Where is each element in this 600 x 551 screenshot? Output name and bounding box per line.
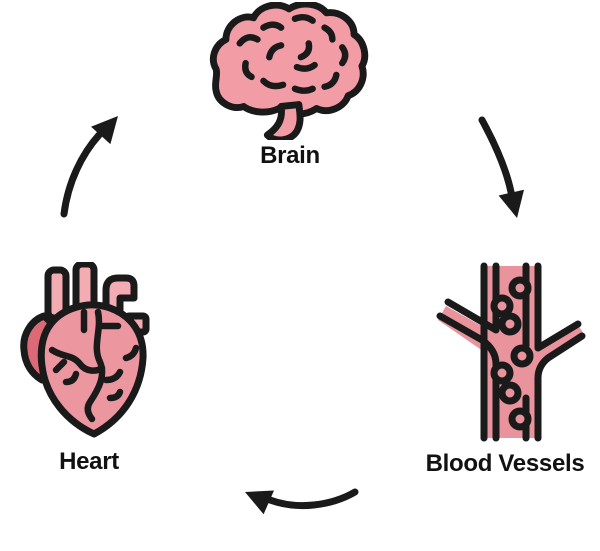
brain-stem [263,101,304,144]
blood-cell [490,294,514,318]
blood-cell [498,381,522,405]
blood-cell [498,312,522,336]
heart-icon [20,260,150,438]
arrowhead-left-icon [245,490,274,515]
blood-vessels-icon-group [436,262,586,442]
brain-icon-group [210,0,369,144]
heart-arteries [48,308,140,423]
arrowhead-down-icon [498,189,524,218]
arrow-brain-to-blood-vessels [478,116,524,218]
heart-aorta [102,274,138,316]
vessel-right-wall-and-branch [534,262,582,352]
blood-cell [508,407,532,431]
blood-vessels-icon [436,262,586,442]
blood-cell [508,276,532,300]
arrow-blood-vessels-to-heart [245,488,359,515]
vessel-right-branch-lower-edge [534,332,586,442]
vessel-left-inner-wall-and-branch [444,262,500,334]
arrow-heart-to-brain-shaft [60,131,103,218]
blood-cell [490,361,514,385]
node-label-brain: Brain [260,142,320,169]
node-brain [202,0,378,144]
node-blood-vessels [432,262,592,442]
blood-cell [510,344,534,368]
node-label-heart: Heart [59,448,119,475]
brain-folds [236,13,349,94]
arrow-blood-vessels-to-heart-shaft [266,488,359,510]
node-label-blood-vessels: Blood Vessels [425,450,585,477]
brain-icon [210,0,369,144]
arrow-heart-to-brain [60,116,118,218]
blood-cells [490,276,534,431]
node-heart [14,260,164,446]
arrow-brain-to-blood-vessels-shaft [478,116,515,196]
heart-icon-group [20,260,150,438]
arrowhead-up-right-icon [91,116,118,145]
